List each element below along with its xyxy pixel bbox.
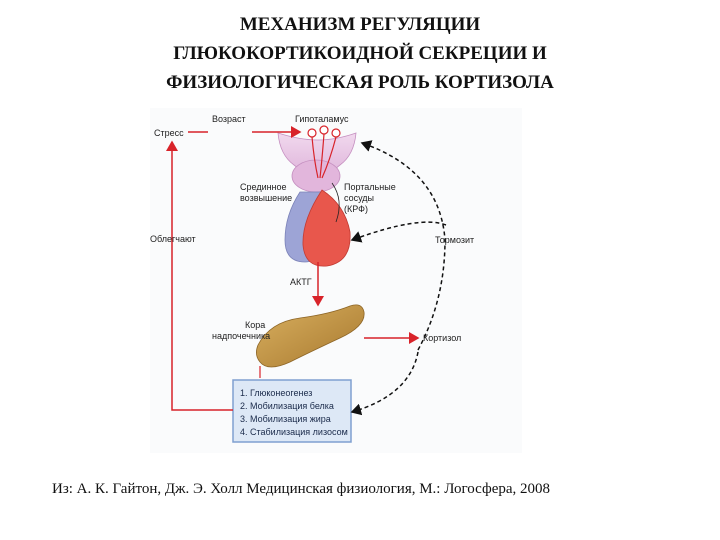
source-caption: Из: А. К. Гайтон, Дж. Э. Холл Медицинска… bbox=[52, 481, 551, 497]
median-eminence-label-1: Срединное bbox=[240, 182, 287, 192]
portal-vessels-label-2: сосуды bbox=[344, 193, 374, 203]
acth-label: АКТГ bbox=[290, 277, 312, 287]
adrenal-cortex-label-2: надпочечника bbox=[212, 331, 270, 341]
inhibits-pituitary-arrow bbox=[350, 221, 447, 243]
effects-box bbox=[232, 379, 352, 443]
portal-vessels-label-1: Портальные bbox=[344, 182, 396, 192]
effect-item: 1. Глюконеогенез bbox=[240, 388, 312, 398]
title-line-3: ФИЗИОЛОГИЧЕСКАЯ РОЛЬ КОРТИЗОЛА bbox=[166, 72, 554, 93]
adrenal-cortex-label-1: Кора bbox=[245, 320, 265, 330]
title-line-2: ГЛЮКОКОРТИКОИДНОЙ СЕКРЕЦИИ И bbox=[173, 43, 547, 64]
facilitates-label: Облегчают bbox=[150, 234, 196, 244]
page-title: МЕХАНИЗМ РЕГУЛЯЦИИ ГЛЮКОКОРТИКОИДНОЙ СЕК… bbox=[0, 10, 720, 97]
stress-label: Стресс bbox=[154, 128, 184, 138]
hypothalamic-neurons bbox=[307, 125, 341, 179]
inhibits-hypothalamus-arrow bbox=[360, 140, 446, 351]
cortisol-label: Кортизол bbox=[423, 333, 461, 343]
hypothalamus-label: Гипоталамус bbox=[295, 114, 349, 124]
portal-vessel-line bbox=[331, 182, 340, 223]
title-line-1: МЕХАНИЗМ РЕГУЛЯЦИИ bbox=[239, 14, 481, 35]
inhibits-label: Тормозит bbox=[435, 235, 474, 245]
facilitates-arrow bbox=[166, 140, 233, 411]
portal-vessels-label-3: (КРФ) bbox=[344, 204, 368, 214]
cortisol-effects-arrow bbox=[350, 351, 419, 416]
effect-item: 2. Мобилизация белка bbox=[240, 401, 334, 411]
age-label: Возраст bbox=[212, 114, 246, 124]
effect-item: 4. Стабилизация лизосом bbox=[240, 427, 348, 437]
adrenal-cortex-shape bbox=[256, 304, 365, 368]
median-eminence-label-2: возвышение bbox=[240, 193, 292, 203]
pituitary-anterior-shape bbox=[302, 189, 351, 267]
effect-item: 3. Мобилизация жира bbox=[240, 414, 331, 424]
